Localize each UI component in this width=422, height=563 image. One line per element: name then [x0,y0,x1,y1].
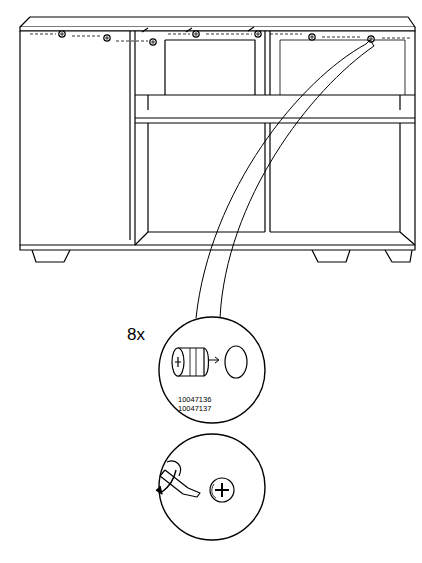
part-number: 10047136 [178,396,211,404]
quantity-label: 8x [127,326,145,343]
part-number: 10047137 [178,405,211,413]
